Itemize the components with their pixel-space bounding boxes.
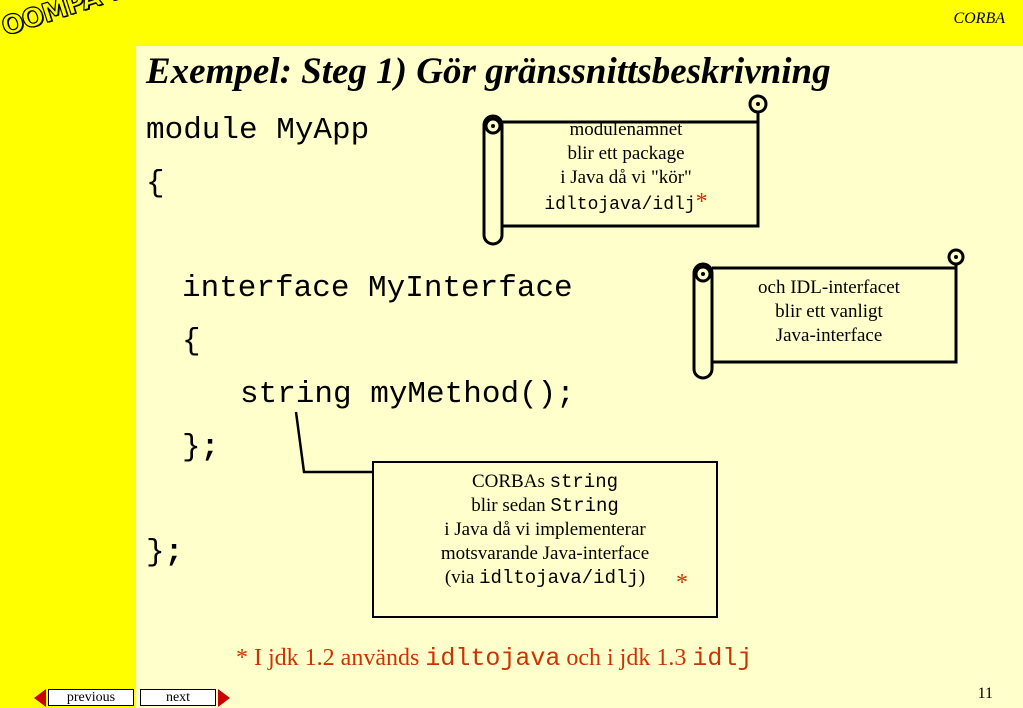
- callout-2-text: och IDL-interfacet blir ett vanligt Java…: [758, 277, 900, 346]
- string-explanation-box: [372, 461, 718, 618]
- footnote: * I jdk 1.2 används idltojava och i jdk …: [236, 644, 753, 673]
- code-line-interface-open: {: [182, 324, 201, 359]
- next-button[interactable]: next: [140, 689, 216, 706]
- code-line-interface-close: };: [182, 430, 220, 465]
- callout-1-text: modulenamnet blir ett package i Java då …: [544, 119, 708, 215]
- code-line-module-close: };: [146, 535, 184, 570]
- sidebar: [0, 0, 136, 708]
- code-line-open-brace: {: [146, 166, 165, 201]
- section-title: CORBA: [953, 10, 1005, 27]
- scroll-callout-2: [692, 248, 965, 380]
- code-line-interface: interface MyInterface: [182, 271, 573, 306]
- asterisk-mark-2: *: [676, 570, 688, 596]
- asterisk-mark: *: [695, 189, 708, 215]
- slide-title: Exempel: Steg 1) Gör gränssnittsbeskrivn…: [146, 51, 831, 92]
- connector-line: [294, 411, 374, 474]
- next-arrow-icon[interactable]: [218, 689, 230, 707]
- scroll-callout-1: [482, 94, 768, 246]
- code-line-module: module MyApp: [146, 113, 370, 148]
- string-explanation-text: CORBAs string blir sedan String i Java d…: [440, 471, 650, 589]
- page-number: 11: [977, 685, 993, 702]
- top-bar: [0, 0, 1023, 46]
- code-line-method: string myMethod();: [240, 377, 575, 412]
- previous-arrow-icon[interactable]: [34, 689, 46, 707]
- previous-button[interactable]: previous: [48, 689, 134, 706]
